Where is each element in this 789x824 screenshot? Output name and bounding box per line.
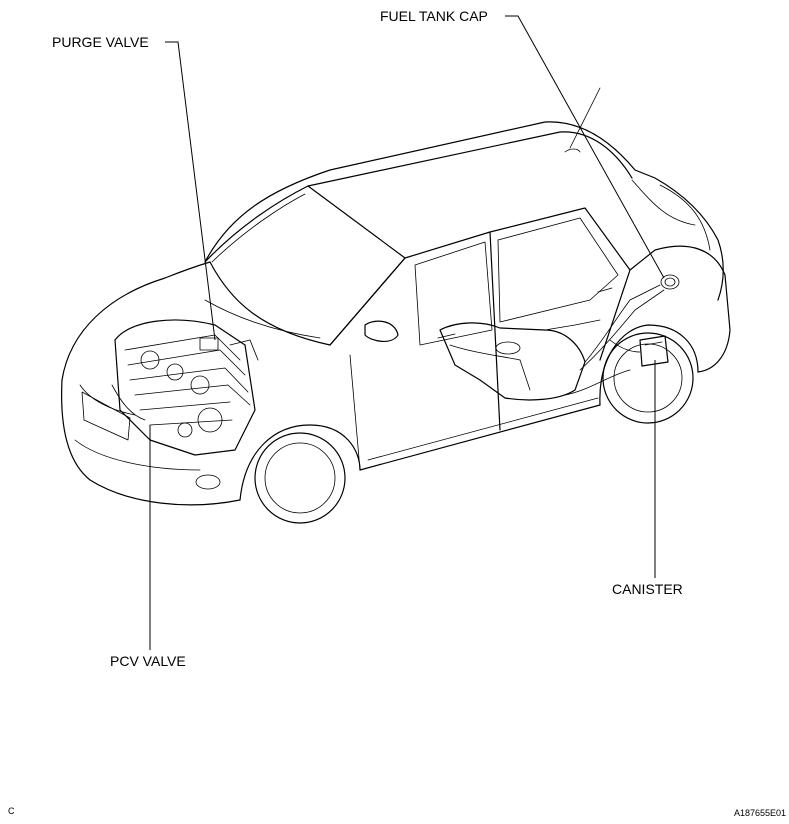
engine-assembly — [111, 319, 259, 456]
fuel-tank-assembly — [439, 284, 665, 401]
purge-valve-label: PURGE VALVE — [52, 34, 149, 50]
fuel-tank-cap-label: FUEL TANK CAP — [380, 8, 488, 24]
section-letter: C — [8, 806, 15, 816]
pcv-valve-label: PCV VALVE — [110, 653, 186, 669]
purge-valve-leader — [165, 41, 216, 341]
leader-lines — [149, 15, 665, 650]
canister-assembly — [609, 335, 669, 367]
fuel-tank-cap-leader — [505, 15, 665, 279]
car-body — [61, 87, 731, 524]
canister-label: CANISTER — [612, 581, 683, 597]
figure-id: A187655E01 — [734, 808, 787, 818]
